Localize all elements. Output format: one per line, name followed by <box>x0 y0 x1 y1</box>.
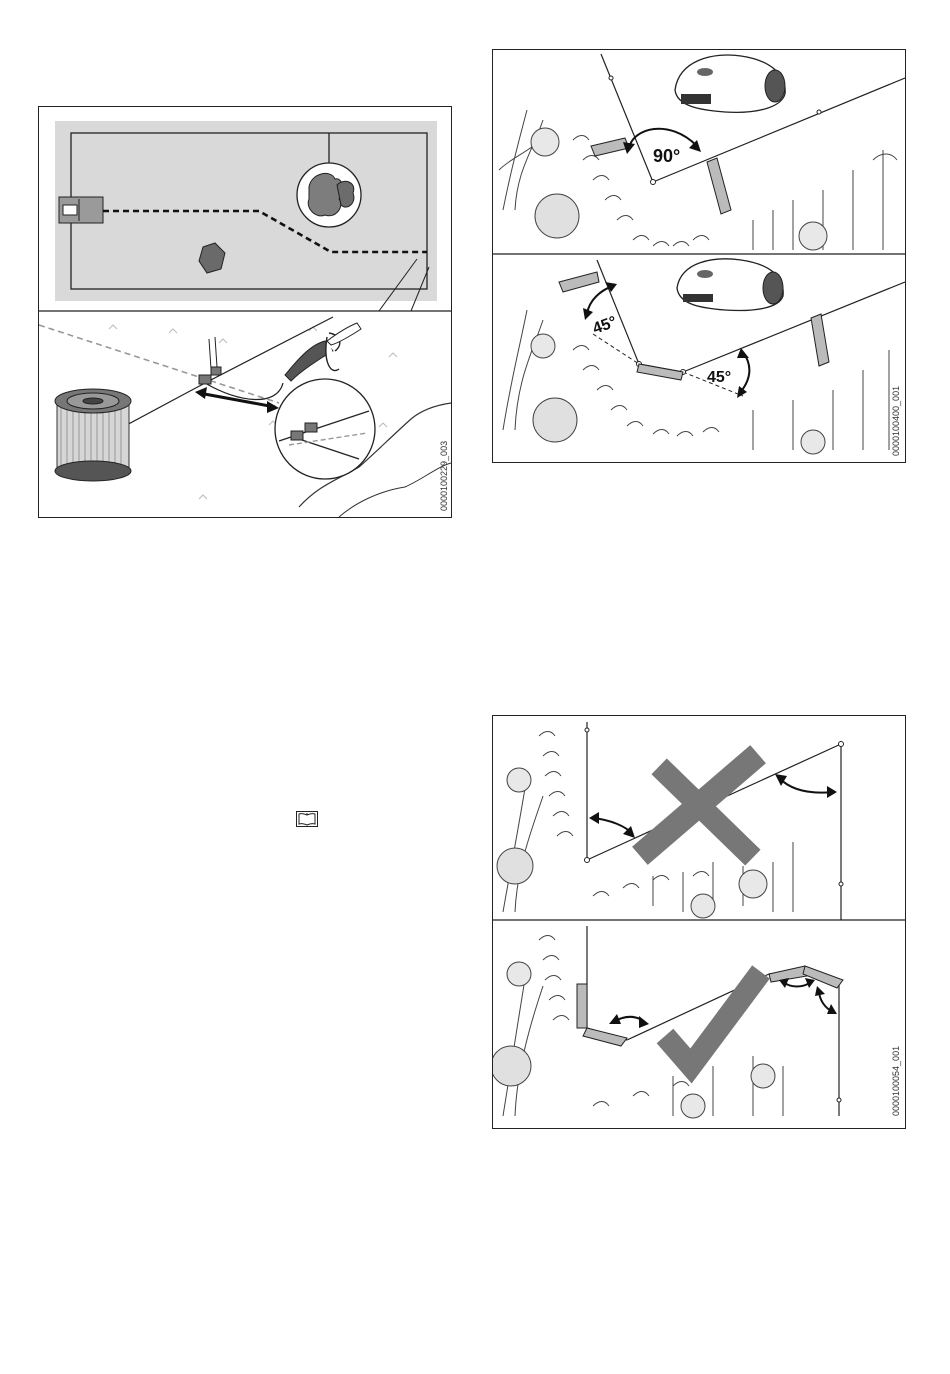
wrong-cross-icon <box>649 762 749 850</box>
angle-label-left: 45° <box>591 314 620 338</box>
island-obstacle-icon <box>297 163 361 227</box>
cable-reel-icon <box>55 389 131 481</box>
figure-corner-angles: 90° 45° <box>492 49 906 463</box>
vegetation-illustration <box>499 110 897 250</box>
pliers-icon <box>285 323 361 381</box>
docking-station-icon <box>59 197 103 223</box>
figure-code-label: 0000100229_003 <box>439 441 449 511</box>
angle-label-right: 45° <box>707 369 731 386</box>
figure-code-label: 0000100054_001 <box>891 1046 901 1116</box>
angle-label-top: 90° <box>653 146 680 166</box>
book-icon <box>296 811 318 827</box>
figure-corner-good-bad: 0000100054_001 <box>492 715 906 1129</box>
zoom-detail-circle <box>275 379 375 479</box>
distance-arrow-icon <box>195 387 279 413</box>
figure-code-label: 0000100400_001 <box>891 386 901 456</box>
figure-wire-layout: 0000100229_003 <box>38 106 452 518</box>
robot-mower-icon <box>675 55 785 112</box>
correct-check-icon <box>665 972 761 1066</box>
